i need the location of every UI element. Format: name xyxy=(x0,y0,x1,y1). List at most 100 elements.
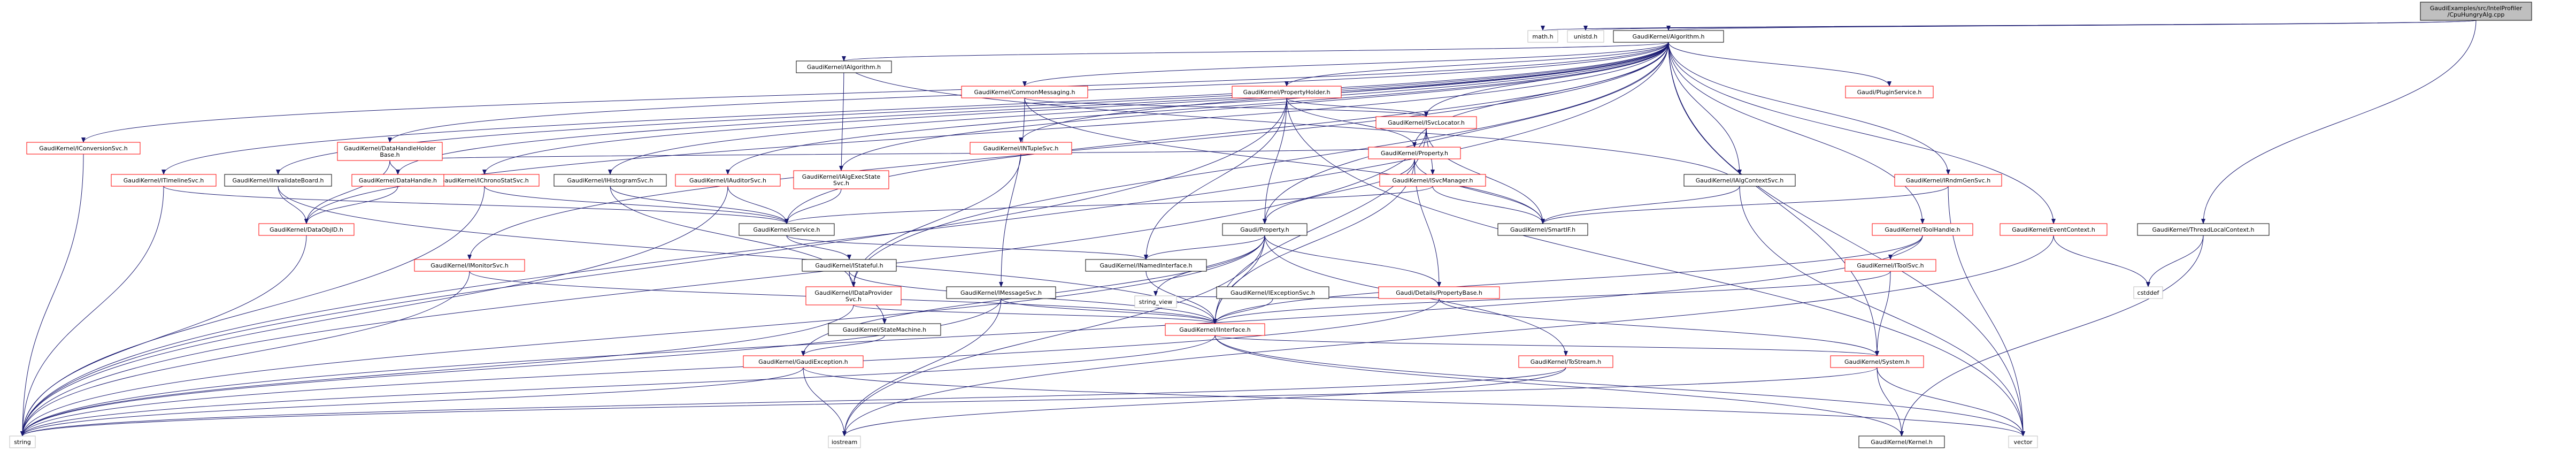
node-box xyxy=(828,435,861,448)
node-isvcmanager[interactable]: GaudiKernel/ISvcManager.h xyxy=(1379,174,1486,187)
node-label: GaudiKernel/IStateful.h xyxy=(815,262,883,269)
node-chronostatsvc[interactable]: GaudiKernel/IChronoStatSvc.h xyxy=(429,174,540,187)
node-box xyxy=(351,174,444,187)
node-box xyxy=(26,142,141,155)
edge-dataobjid-to-string xyxy=(20,235,307,437)
edge-propertyholder-to-gaudiproperty xyxy=(1263,97,1287,224)
node-istateful[interactable]: GaudiKernel/IStateful.h xyxy=(802,259,897,272)
edge-property-to-smartif xyxy=(1414,158,1545,224)
edge-algorithm-to-ialgcontextsvc xyxy=(1668,42,1742,175)
edge-eventcontext-to-iostream xyxy=(842,235,2054,437)
node-label: GaudiKernel/Kernel.h xyxy=(1871,439,1933,446)
node-iservice[interactable]: GaudiKernel/IService.h xyxy=(739,223,835,236)
node-label: vector xyxy=(2014,439,2033,446)
node-label: GaudiKernel/EventContext.h xyxy=(2012,226,2095,233)
node-label: GaudiExamples/src/IntelProfiler xyxy=(2430,5,2523,12)
node-irndmgensvc[interactable]: GaudiKernel/IRndmGenSvc.h xyxy=(1894,174,2002,187)
node-iconversionsvc[interactable]: GaudiKernel/IConversionSvc.h xyxy=(26,142,141,155)
edge-algorithm-to-iservice xyxy=(785,42,1669,224)
node-box xyxy=(1613,30,1724,43)
edge-propertybase-to-string xyxy=(20,298,1440,437)
node-label: GaudiKernel/IService.h xyxy=(753,226,820,233)
edge-algorithm-to-irndmgensvc xyxy=(1668,42,1950,175)
edge-ihistogramsvc-to-idataprovidersvc xyxy=(610,186,856,287)
node-threadlocal[interactable]: GaudiKernel/ThreadLocalContext.h xyxy=(2137,223,2270,236)
node-box xyxy=(2008,435,2038,448)
edge-iservice-to-istateful xyxy=(786,235,851,260)
node-commonmessaging[interactable]: GaudiKernel/CommonMessaging.h xyxy=(961,86,1088,98)
node-label: GaudiKernel/INamedInterface.h xyxy=(1100,262,1193,269)
node-ialgorithm[interactable]: GaudiKernel/IAlgorithm.h xyxy=(796,60,892,73)
node-box xyxy=(2133,286,2163,299)
edge-commonmessaging-to-imessagesvc xyxy=(999,97,1025,287)
node-smartif[interactable]: GaudiKernel/SmartIF.h xyxy=(1497,223,1588,236)
node-imonitorsvc[interactable]: GaudiKernel/IMonitorSvc.h xyxy=(414,259,525,272)
edge-datahandleholder-to-datahandle xyxy=(389,160,400,175)
node-invalidate[interactable]: GaudiKernel/IInvalidateBoard.h xyxy=(224,174,332,187)
node-iauditorsvc[interactable]: GaudiKernel/IAuditorSvc.h xyxy=(675,174,781,187)
edge-iexceptionsvc-to-iinterface xyxy=(1213,298,1273,324)
edge-propertyholder-to-vector xyxy=(1286,97,2025,437)
node-itimelinesvc[interactable]: GaudiKernel/ITimelineSvc.h xyxy=(111,174,217,187)
edge-gaudiexception-to-vector xyxy=(803,367,2025,437)
node-box xyxy=(1845,86,1934,98)
node-box xyxy=(1844,259,1936,272)
edge-isvcmanager-to-iservice xyxy=(785,186,1433,224)
node-itoolsvc[interactable]: GaudiKernel/IToolSvc.h xyxy=(1844,259,1936,272)
node-label: GaudiKernel/PropertyHolder.h xyxy=(1243,89,1331,96)
node-inamedinterface[interactable]: GaudiKernel/INamedInterface.h xyxy=(1085,259,1207,272)
node-eventcontext[interactable]: GaudiKernel/EventContext.h xyxy=(2000,223,2108,236)
node-label: GaudiKernel/StateMachine.h xyxy=(843,326,926,333)
node-property[interactable]: GaudiKernel/Property.h xyxy=(1368,147,1461,159)
node-label: GaudiKernel/ThreadLocalContext.h xyxy=(2152,226,2254,233)
edge-algorithm-to-gaudiproperty xyxy=(1263,42,1669,224)
node-box xyxy=(739,223,835,236)
node-propertybase[interactable]: Gaudi/Details/PropertyBase.h xyxy=(1378,286,1500,299)
edge-threadlocal-to-kernel xyxy=(1900,235,2204,437)
node-label: GaudiKernel/IAuditorSvc.h xyxy=(689,177,766,184)
edge-imessagesvc-to-iinterface xyxy=(1001,298,1217,324)
node-gaudiproperty[interactable]: Gaudi/Property.h xyxy=(1222,223,1308,236)
node-ihistogramsvc[interactable]: GaudiKernel/IHistogramSvc.h xyxy=(553,174,667,187)
node-label: GaudiKernel/IAlgorithm.h xyxy=(807,64,881,71)
node-label: GaudiKernel/DataHandleHolder xyxy=(344,145,436,152)
edge-iinterface-to-vector xyxy=(1214,335,2025,437)
node-iinterface[interactable]: GaudiKernel/IInterface.h xyxy=(1165,323,1265,336)
node-gaudiexception[interactable]: GaudiKernel/GaudiException.h xyxy=(743,355,864,368)
node-box xyxy=(1134,295,1177,308)
node-statemachine[interactable]: GaudiKernel/StateMachine.h xyxy=(828,323,941,336)
edge-gaudiproperty-to-propertybase xyxy=(1264,235,1441,287)
node-intuplesvc[interactable]: GaudiKernel/INTupleSvc.h xyxy=(970,142,1072,155)
edge-chronostatsvc-to-iservice xyxy=(484,186,789,224)
edge-property-to-gaudiproperty xyxy=(1263,158,1415,224)
node-iexceptionsvc[interactable]: GaudiKernel/IExceptionSvc.h xyxy=(1216,286,1329,299)
node-label: GaudiKernel/ToolHandle.h xyxy=(1885,226,1960,233)
node-label: GaudiKernel/ToStream.h xyxy=(1531,358,1601,365)
node-box xyxy=(805,286,902,305)
edge-imessagesvc-to-iostream xyxy=(842,298,1002,437)
node-propertyholder[interactable]: GaudiKernel/PropertyHolder.h xyxy=(1232,86,1342,98)
node-box xyxy=(1830,355,1924,368)
node-datahandle[interactable]: GaudiKernel/DataHandle.h xyxy=(351,174,444,187)
node-imessagesvc[interactable]: GaudiKernel/IMessageSvc.h xyxy=(946,286,1056,299)
edge-iinterface-to-kernel xyxy=(1214,335,1904,437)
node-pluginservice[interactable]: Gaudi/PluginService.h xyxy=(1845,86,1934,98)
node-isvclocator[interactable]: GaudiKernel/ISvcLocator.h xyxy=(1375,116,1477,129)
node-system[interactable]: GaudiKernel/System.h xyxy=(1830,355,1924,368)
node-label: GaudiKernel/IDataProvider xyxy=(814,289,893,296)
node-label: GaudiKernel/CommonMessaging.h xyxy=(974,89,1075,96)
node-ialgcontextsvc[interactable]: GaudiKernel/IAlgContextSvc.h xyxy=(1683,174,1796,187)
node-label: Svc.h xyxy=(845,296,862,303)
node-label: Svc.h xyxy=(833,180,849,187)
node-dataobjid[interactable]: GaudiKernel/DataObjID.h xyxy=(258,223,355,236)
node-box xyxy=(1375,116,1477,129)
node-algorithm[interactable]: GaudiKernel/Algorithm.h xyxy=(1613,30,1724,43)
node-taskstream[interactable]: GaudiKernel/ToStream.h xyxy=(1518,355,1613,368)
node-toolhandle[interactable]: GaudiKernel/ToolHandle.h xyxy=(1872,223,1973,236)
node-box xyxy=(1085,259,1207,272)
node-kernel[interactable]: GaudiKernel/Kernel.h xyxy=(1858,435,1945,448)
